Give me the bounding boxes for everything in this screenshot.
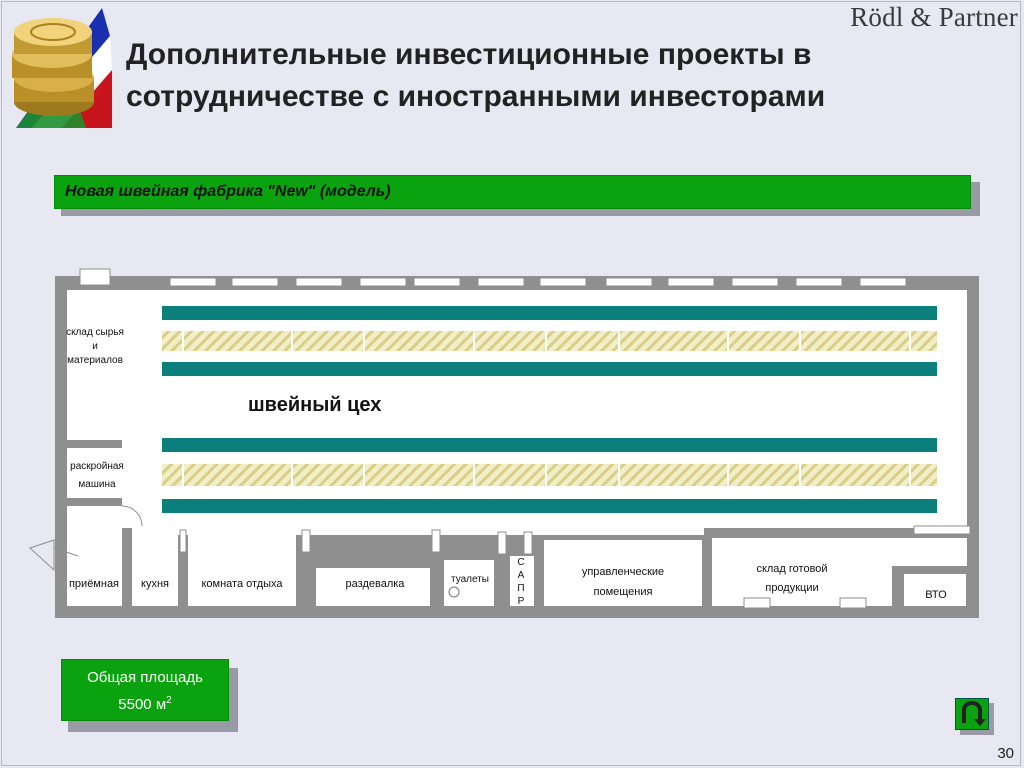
table-dividers xyxy=(182,331,911,486)
toilets-label: туалеты xyxy=(451,574,489,585)
conveyor-line-4 xyxy=(162,499,937,513)
vto-label: ВТО xyxy=(925,589,947,601)
total-area-box: Общая площадь 5500 м2 xyxy=(61,659,229,721)
conveyor-line-2 xyxy=(162,362,937,376)
kitchen-label: кухня xyxy=(141,578,169,590)
finished-goods-label-2: продукции xyxy=(765,582,818,594)
total-area-value: 5500 м xyxy=(118,696,167,713)
cutting-label-2: машина xyxy=(78,479,116,490)
corridor-floor xyxy=(132,528,704,535)
raw-storage-label-3: материалов xyxy=(67,355,123,366)
section-banner: Новая швейная фабрика "New" (модель) xyxy=(54,175,971,209)
title-line-1: Дополнительные инвестиционные проекты в xyxy=(126,38,812,71)
area-unit-superscript: 2 xyxy=(166,695,172,706)
work-table-1 xyxy=(162,331,937,351)
doors xyxy=(29,505,971,609)
wall-gap-left xyxy=(122,290,132,528)
finished-goods-floor xyxy=(712,538,892,606)
page-title: Дополнительные инвестиционные проекты в … xyxy=(126,34,986,118)
total-area-label: Общая площадь xyxy=(87,669,203,686)
management-label-1: управленческие xyxy=(582,566,664,578)
sapr-label-1: С xyxy=(517,557,524,568)
return-button[interactable] xyxy=(955,698,989,730)
management-floor xyxy=(544,540,702,606)
changing-room-floor xyxy=(316,568,430,606)
sapr-label-2: А xyxy=(518,570,525,581)
main-hall-label: швейный цех xyxy=(248,394,381,416)
title-line-2: сотрудничестве с иностранными инвесторам… xyxy=(126,80,826,113)
vto-floor xyxy=(904,574,966,606)
raw-storage-label-1: склад сырья xyxy=(66,327,124,338)
corridor-right xyxy=(892,538,967,566)
raw-storage-label-2: и xyxy=(92,341,98,352)
management-label-2: помещения xyxy=(594,586,653,598)
reception-floor xyxy=(67,506,122,606)
brand-wordmark: Rödl & Partner xyxy=(850,2,1018,32)
banner-label: Новая швейная фабрика "New" (модель) xyxy=(65,183,391,200)
cutting-label-1: раскройная xyxy=(70,461,124,472)
cutting-room-floor xyxy=(67,448,122,498)
top-windows xyxy=(79,268,907,287)
toilets-floor xyxy=(444,560,494,606)
total-area-value-line: 5500 м2 xyxy=(62,695,228,713)
raw-storage-floor xyxy=(67,290,122,440)
work-table-2 xyxy=(162,464,937,486)
rest-room-label: комната отдыха xyxy=(201,578,283,590)
page-number: 30 xyxy=(997,745,1014,762)
sapr-label-3: П xyxy=(517,583,524,594)
main-hall-floor xyxy=(132,290,967,528)
conveyor-line-1 xyxy=(162,306,937,320)
rest-room-floor xyxy=(188,535,296,606)
kitchen-floor xyxy=(132,535,178,606)
gold-coins-logo-icon xyxy=(12,8,112,128)
sapr-floor xyxy=(510,556,534,606)
reception-label: приёмная xyxy=(69,578,119,590)
conveyor-line-3 xyxy=(162,438,937,452)
return-arrow-icon xyxy=(962,701,986,726)
toilet-fixture-icon xyxy=(448,586,460,598)
changing-room-label: раздевалка xyxy=(346,578,406,590)
finished-goods-label-1: склад готовой xyxy=(756,563,827,575)
sapr-label-4: Р xyxy=(518,596,525,607)
